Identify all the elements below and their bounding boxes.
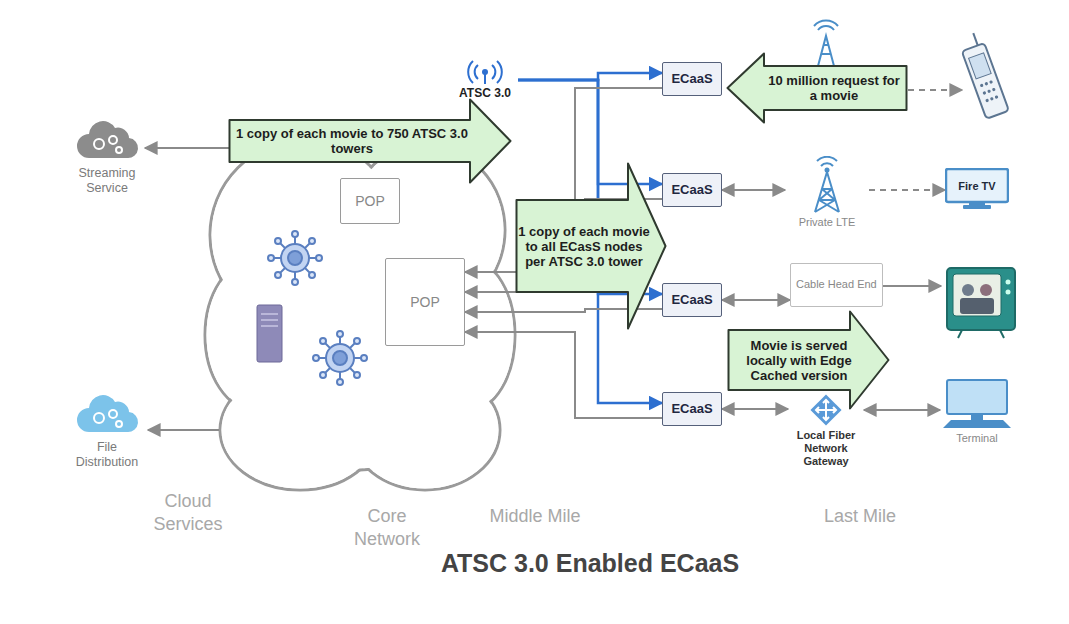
box-label: POP [355,193,385,210]
region-label: Middle Mile [470,505,600,528]
icon-label: Streaming Service [72,166,142,196]
node-icon [72,118,142,164]
connector [722,299,790,301]
icon-label: Private LTE [785,216,869,229]
node-icon [788,393,864,427]
fire-tv: Fire TV [945,168,1009,210]
service-cloud: Streaming Service [72,118,142,196]
broadcast-antenna: ATSC 3.0 [452,58,518,100]
connector [722,189,785,191]
ecaas-box: ECaaS [662,62,722,96]
box-label: Cable Head End [796,278,877,291]
box-label: ECaaS [671,401,712,417]
ecaas-box: ECaaS [662,392,722,426]
connector [869,189,945,191]
device-label: Fire TV [958,180,995,192]
cable-head-end: Cable Head End [790,263,883,307]
callout-text: Movie is served locally with Edge Cached… [731,338,867,383]
icon-label: File Distribution [70,440,144,470]
callout-arrow: 1 copy of each movie to all ECasS nodes … [515,162,667,330]
fiber-gateway: Local Fiber Network Gateway [788,393,864,469]
diagram-title: ATSC 3.0 Enabled ECaaS [330,548,850,579]
callout-arrow: 10 million request for a movie [726,52,908,124]
box-label: ECaaS [671,292,712,308]
callout-arrow: 1 copy of each movie to 750 ATSC 3.0 tow… [228,98,512,184]
connector [465,332,662,418]
icon-label: ATSC 3.0 [452,86,518,100]
pop-box: POP [385,258,465,346]
service-cloud: File Distribution [70,392,144,470]
region-label: Last Mile [795,505,925,528]
region-label: Core Network [343,505,431,550]
connector [864,409,940,411]
cell-tower: Private LTE [785,156,869,229]
node-icon [452,58,518,84]
connector [518,80,662,184]
pop-box: POP [340,178,400,224]
connector [722,408,788,410]
node-icon [785,156,869,214]
ecaas-box: ECaaS [662,173,722,207]
node-icon [70,392,144,438]
connector [518,80,662,294]
connector [518,80,662,403]
ecaas-box: ECaaS [662,283,722,317]
callout-text: 1 copy of each movie to 750 ATSC 3.0 tow… [236,126,468,156]
box-label: ECaaS [671,71,712,87]
box-label: POP [410,294,440,311]
icon-label: Local Fiber Network Gateway [788,429,864,469]
terminal: Terminal [940,378,1014,445]
icon-label: Terminal [940,432,1014,445]
callout-arrow: Movie is served locally with Edge Cached… [727,310,890,410]
region-label: Cloud Services [147,490,229,535]
node-icon [940,378,1014,430]
callout-text: 1 copy of each movie to all ECasS nodes … [518,224,650,269]
callout-text: 10 million request for a movie [764,73,904,103]
box-label: ECaaS [671,182,712,198]
